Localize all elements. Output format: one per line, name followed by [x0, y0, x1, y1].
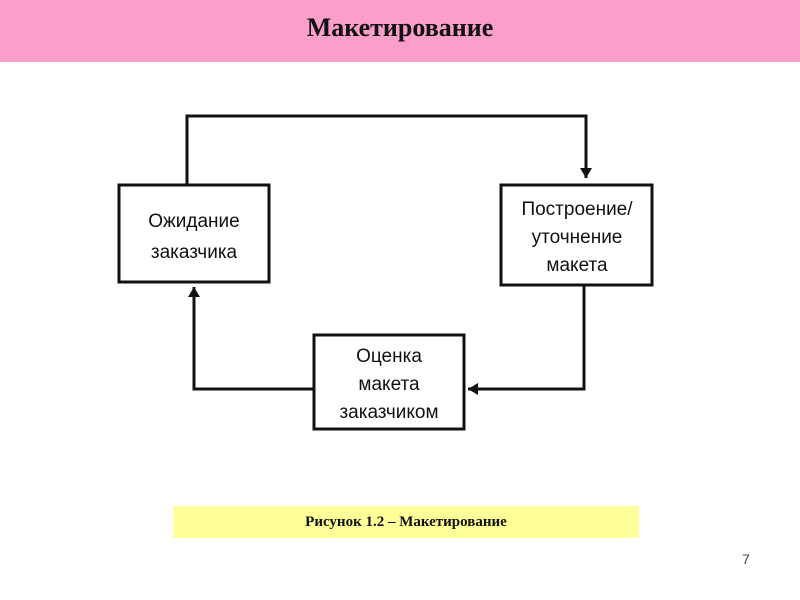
- box-eval-line-3: заказчиком: [339, 402, 438, 423]
- box-customer-evaluation: Оценка макета заказчиком: [312, 333, 466, 431]
- figure-caption-box: Рисунок 1.2 – Макетирование: [173, 506, 639, 538]
- page-number: 7: [742, 551, 750, 567]
- box-build-line-2: уточнение: [532, 227, 623, 248]
- figure-caption: Рисунок 1.2 – Макетирование: [305, 513, 507, 530]
- box-wait-customer: Ожидание заказчика: [117, 183, 271, 284]
- arrow-wait-to-build: [185, 114, 592, 185]
- title-bar: Макетирование: [0, 0, 800, 62]
- box-build-line-3: макета: [546, 255, 608, 276]
- arrow-eval-to-wait: [188, 287, 314, 391]
- box-eval-line-2: макета: [358, 374, 420, 395]
- box-build-line-1: Построение/: [521, 199, 633, 220]
- box-wait-line-2: заказчика: [151, 242, 238, 263]
- arrow-build-to-eval: [468, 285, 586, 395]
- slide-title: Макетирование: [306, 13, 494, 42]
- box-wait-line-1: Ожидание: [148, 211, 239, 232]
- box-eval-line-1: Оценка: [356, 346, 422, 367]
- box-build-refine-prototype: Построение/ уточнение макета: [499, 183, 654, 287]
